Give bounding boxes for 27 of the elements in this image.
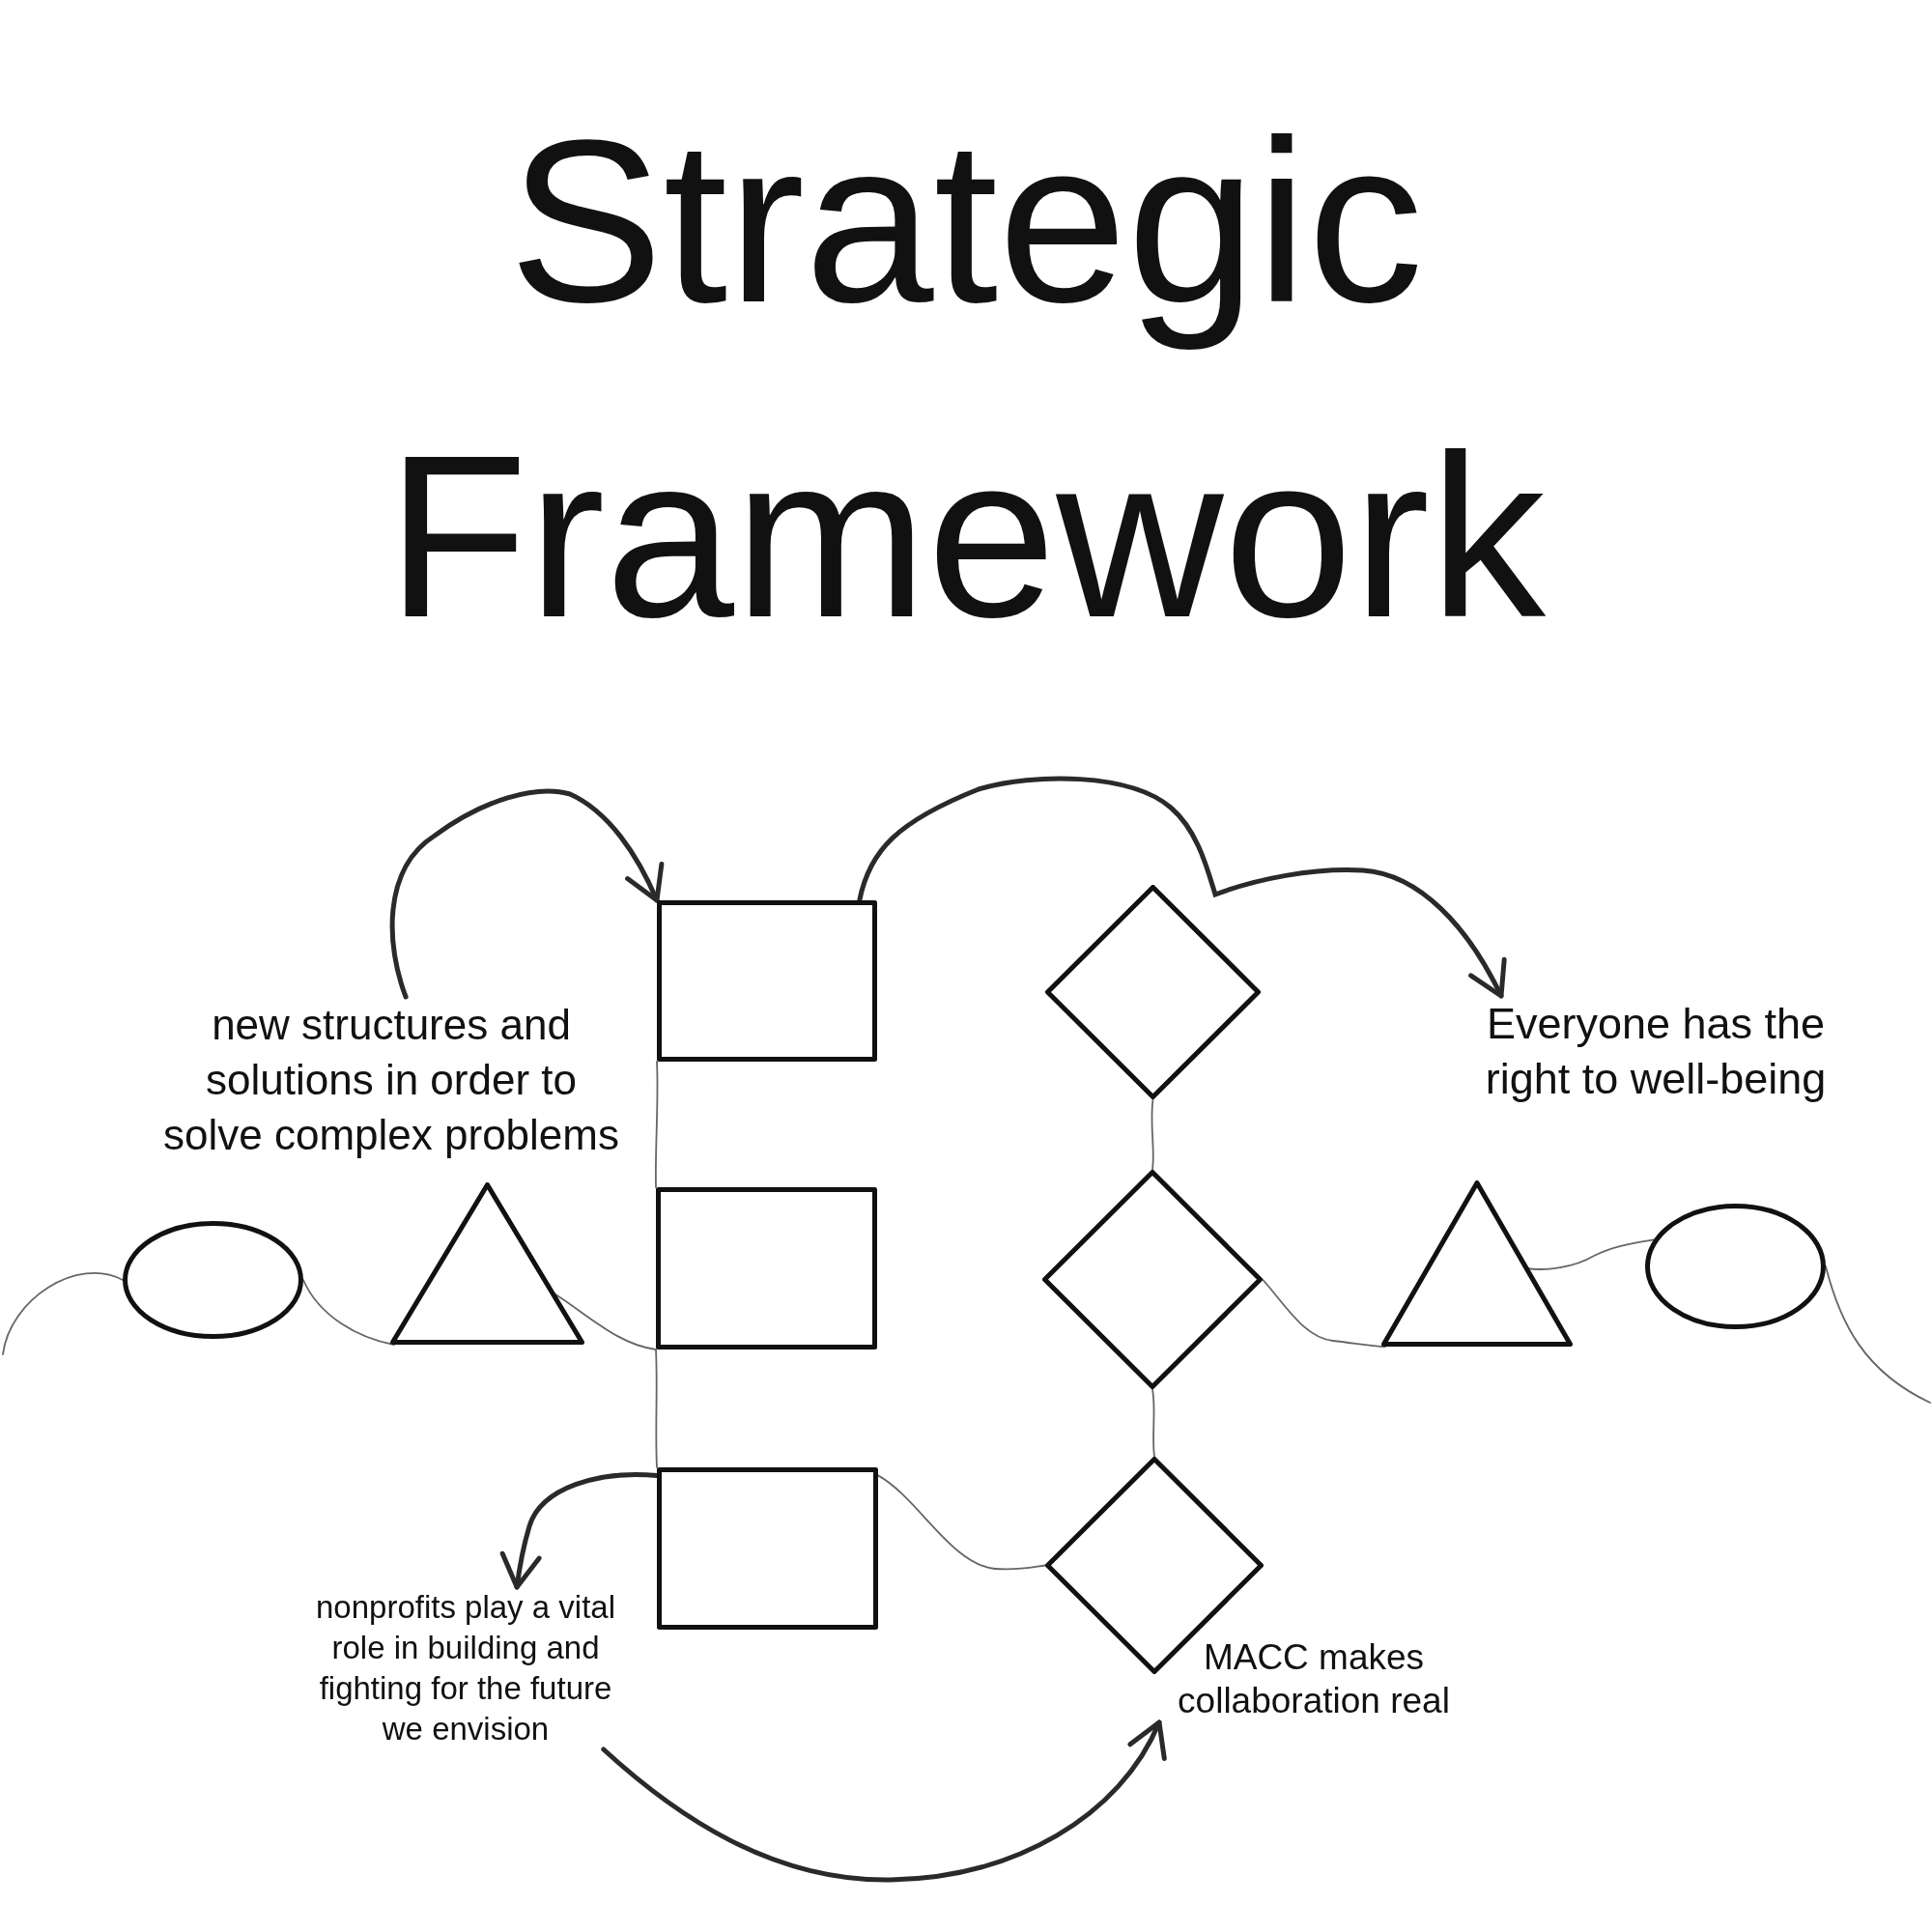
connector-line (1151, 1098, 1154, 1171)
oval-shape (123, 1221, 303, 1339)
triangle-shape (1381, 1180, 1573, 1347)
rectangle-shape (657, 900, 877, 1062)
connector-line (1825, 1265, 1931, 1404)
annotation-text: new structures and solutions in order to solve complex problems (156, 997, 626, 1162)
arrow (601, 1719, 1165, 1883)
title: Strategic Framework (384, 91, 1548, 668)
annotation-text: Everyone has the right to well-being (1463, 996, 1849, 1106)
connector-line (655, 1349, 658, 1468)
rectangle-shape (657, 1467, 878, 1630)
arrow (499, 1472, 660, 1590)
arrow (857, 776, 1506, 999)
connector-line (877, 1474, 1046, 1571)
connector-line (654, 1061, 659, 1188)
connector-line (1262, 1278, 1386, 1348)
oval-shape (1645, 1204, 1826, 1329)
rectangle-shape (656, 1187, 877, 1350)
annotation-text: nonprofits play a vital role in building and fighting for the future we envision (305, 1587, 626, 1749)
diamond-shape (1042, 1170, 1263, 1389)
diamond-shape (1045, 885, 1261, 1099)
connector-line (1151, 1388, 1155, 1458)
connector-line (2, 1272, 124, 1355)
annotation-text: MACC makes collaboration real (1159, 1635, 1468, 1722)
connector-line (302, 1279, 395, 1346)
arrow (389, 788, 664, 1000)
triangle-shape (390, 1182, 584, 1345)
